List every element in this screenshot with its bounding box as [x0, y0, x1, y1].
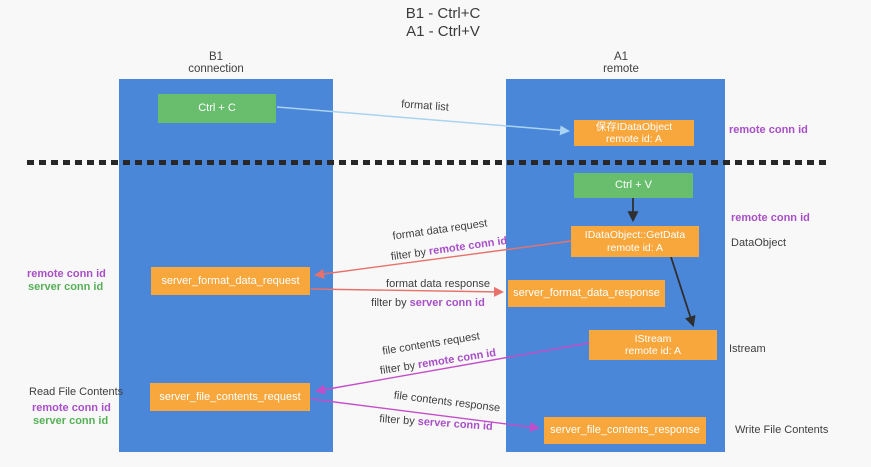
- box-save-idataobject: 保存IDataObject remote id: A: [574, 120, 694, 146]
- box-idataobject-getdata-line1: IDataObject::GetData: [584, 229, 686, 241]
- box-idataobject-getdata: IDataObject::GetData remote id: A: [571, 226, 699, 257]
- label-format-data-response: format data response: [386, 278, 490, 290]
- box-idataobject-getdata-line2: remote id: A: [606, 241, 664, 254]
- label-remote-conn-id-left-bottom: remote conn id: [32, 402, 111, 414]
- box-istream-line1: IStream: [634, 332, 672, 345]
- header-b1: B1 connection: [188, 51, 244, 75]
- box-ctrl-v: Ctrl + V: [574, 173, 693, 198]
- box-server-file-contents-request-label: server_file_contents_request: [159, 390, 301, 403]
- box-server-file-contents-response: server_file_contents_response: [544, 417, 706, 444]
- arrow-file-contents-response: [310, 398, 540, 432]
- label-istream: Istream: [729, 343, 766, 355]
- header-b1-sub: connection: [188, 62, 244, 75]
- label-remote-conn-id-right-top: remote conn id: [729, 124, 808, 136]
- box-save-idataobject-line1: 保存IDataObject: [595, 120, 673, 133]
- box-server-format-data-request: server_format_data_request: [151, 267, 310, 295]
- label-write-file-contents: Write File Contents: [735, 424, 829, 436]
- box-server-file-contents-response-label: server_file_contents_response: [550, 424, 700, 437]
- arrow-getdata-to-istream: [670, 256, 696, 328]
- box-istream: IStream remote id: A: [589, 330, 717, 360]
- title-line-1: B1 - Ctrl+C: [405, 5, 481, 22]
- box-server-file-contents-request: server_file_contents_request: [150, 383, 310, 411]
- box-server-format-data-response: server_format_data_response: [508, 280, 665, 307]
- server-conn-id-text: server conn id: [409, 297, 485, 309]
- title-line-2: A1 - Ctrl+V: [406, 23, 480, 40]
- diagram-title: B1 - Ctrl+C A1 - Ctrl+V: [406, 5, 481, 41]
- label-server-conn-id-left-bottom: server conn id: [33, 415, 109, 427]
- box-istream-line2: remote id: A: [624, 345, 682, 357]
- label-remote-conn-id-left-top: remote conn id: [27, 268, 106, 280]
- arrow-format-data-request: [314, 240, 572, 279]
- box-save-idataobject-line2: remote id: A: [605, 133, 663, 145]
- separator-dashed-line: [27, 160, 831, 165]
- label-dataobject: DataObject: [731, 237, 787, 249]
- arrow-format-data-response: [310, 286, 504, 297]
- arrow-format-list: [276, 106, 570, 136]
- box-server-format-data-request-label: server_format_data_request: [161, 274, 300, 287]
- label-read-file-contents: Read File Contents: [29, 386, 124, 398]
- box-ctrl-v-label: Ctrl + V: [615, 179, 652, 192]
- arrow-file-contents-request: [315, 342, 590, 395]
- box-ctrl-c-label: Ctrl + C: [198, 102, 236, 115]
- label-server-conn-id-left-top: server conn id: [28, 281, 104, 293]
- header-a1-sub: remote: [603, 62, 639, 75]
- header-a1-name: A1: [613, 51, 629, 63]
- filter-by-text: filter by: [371, 297, 407, 309]
- filter-by-text: filter by: [378, 413, 416, 428]
- box-ctrl-c: Ctrl + C: [158, 94, 276, 123]
- header-a1: A1 remote: [603, 51, 639, 75]
- header-b1-name: B1: [208, 51, 224, 63]
- label-remote-conn-id-right-mid: remote conn id: [731, 212, 810, 224]
- box-server-format-data-response-label: server_format_data_response: [513, 287, 660, 300]
